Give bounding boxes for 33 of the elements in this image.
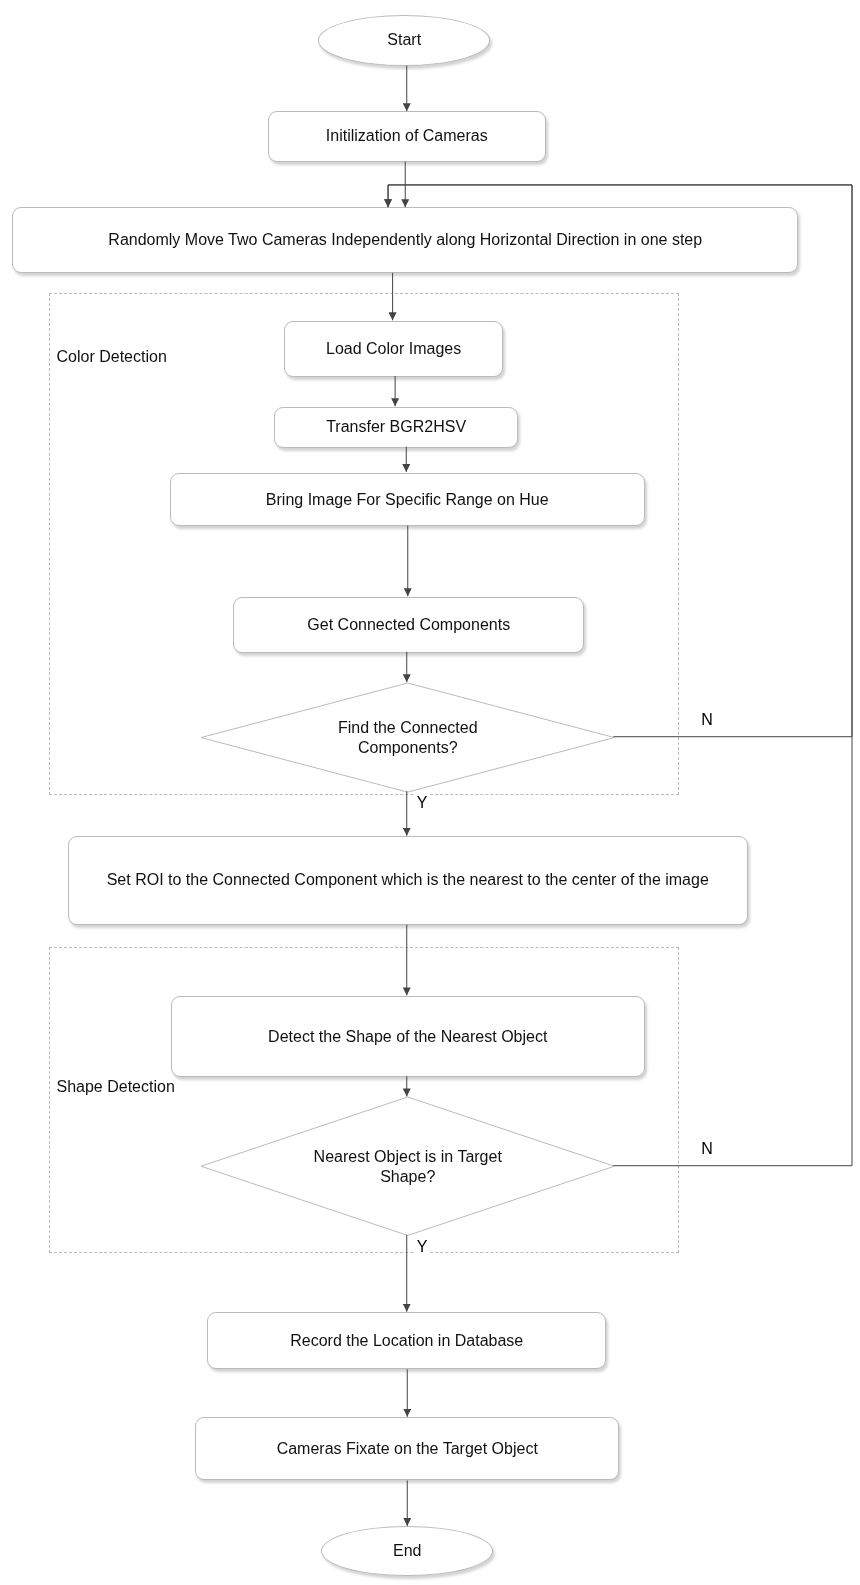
edge-label: N [699, 710, 715, 728]
process-box: Record the Location in Database [207, 1311, 607, 1370]
process-box: Get Connected Components [233, 597, 585, 653]
process-box: Detect the Shape of the Nearest Object [170, 996, 645, 1078]
arrow [402, 1075, 411, 1097]
arrow [388, 272, 397, 321]
edge-label: N [699, 1139, 715, 1157]
arrow [402, 924, 411, 996]
arrow [403, 1480, 412, 1527]
terminal-ellipse: Start [318, 15, 491, 66]
terminal-ellipse: End [321, 1525, 494, 1577]
process-box: Cameras Fixate on the Target Object [195, 1416, 620, 1481]
process-box: Randomly Move Two Cameras Independently along Horizontal Direction in one step [12, 207, 799, 273]
arrow [401, 161, 410, 208]
process-box: Load Color Images [283, 321, 504, 377]
arrow [403, 525, 412, 597]
arrow [403, 1368, 412, 1418]
arrow [402, 65, 411, 112]
edge-label: Y [414, 1237, 430, 1255]
process-box: Bring Image For Specific Range on Hue [169, 472, 645, 527]
group-heading: Shape Detection [56, 1077, 175, 1098]
process-box: Transfer BGR2HSV [273, 407, 519, 448]
arrow [384, 184, 853, 1167]
process-box: Initilization of Cameras [267, 111, 546, 162]
arrow [402, 651, 411, 683]
arrow [391, 375, 400, 407]
arrow [402, 1234, 411, 1313]
decision-text: Find the Connected Components? [336, 717, 479, 758]
arrow [402, 790, 411, 837]
decision-text: Nearest Object is in Target Shape? [312, 1146, 503, 1187]
group-heading: Color Detection [56, 346, 167, 367]
arrow [402, 446, 411, 473]
process-box: Set ROI to the Connected Component which is the nearest to the center of the image [67, 835, 748, 925]
